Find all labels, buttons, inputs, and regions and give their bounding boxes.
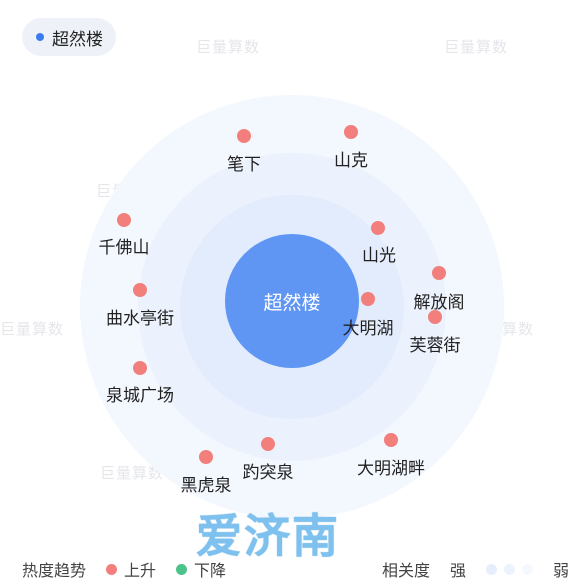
node-label[interactable]: 黑虎泉 (180, 476, 232, 496)
weak-label: 弱 (553, 561, 570, 580)
brand-logo: 爱济南 (196, 509, 340, 563)
relevance-legend-title: 相关度 (382, 561, 431, 580)
trend-legend-title: 热度趋势 (22, 561, 87, 580)
node-label[interactable]: 趵突泉 (242, 463, 294, 483)
relevance-swatch-strong (486, 563, 498, 575)
center-node[interactable]: 超然楼 (225, 234, 359, 368)
node-label[interactable]: 曲水亭街 (106, 309, 174, 329)
relevance-legend: 相关度 强 弱 (382, 558, 569, 580)
node-dot[interactable] (199, 450, 213, 464)
strong-label: 强 (450, 561, 467, 580)
node-dot[interactable] (261, 437, 275, 451)
rising-label: 上升 (124, 561, 157, 580)
watermark-6: 巨量算数 (100, 464, 165, 482)
center-node-label: 超然楼 (263, 291, 321, 314)
node-label[interactable]: 山克 (334, 151, 368, 171)
keyword-chip[interactable]: 超然楼 (22, 18, 116, 56)
rising-dot-icon (106, 563, 118, 575)
node-label[interactable]: 山光 (362, 246, 396, 266)
node-dot[interactable] (361, 292, 375, 306)
node-label[interactable]: 笔下 (227, 155, 261, 175)
watermark-4: 巨量算数 (0, 320, 65, 338)
node-dot[interactable] (432, 266, 446, 280)
node-label[interactable]: 大明湖畔 (357, 459, 425, 479)
node-dot[interactable] (428, 310, 442, 324)
node-dot[interactable] (384, 433, 398, 447)
node-dot[interactable] (133, 361, 147, 375)
keyword-dot (36, 33, 44, 41)
node-label[interactable]: 芙蓉街 (409, 336, 461, 356)
trend-legend: 热度趋势 上升 下降 (22, 558, 226, 580)
node-dot[interactable] (117, 213, 131, 227)
watermark-1: 巨量算数 (196, 38, 261, 56)
keyword-chip-label: 超然楼 (52, 29, 103, 50)
node-label[interactable]: 大明湖 (342, 319, 394, 339)
watermark-2: 巨量算数 (444, 38, 509, 56)
node-dot[interactable] (133, 283, 147, 297)
relevance-swatch-medium (504, 563, 516, 575)
node-label[interactable]: 千佛山 (98, 238, 150, 258)
relevance-swatch-weak (522, 563, 534, 575)
falling-dot-icon (176, 563, 188, 575)
node-dot[interactable] (237, 129, 251, 143)
falling-label: 下降 (194, 561, 227, 580)
node-dot[interactable] (371, 221, 385, 235)
node-dot[interactable] (344, 125, 358, 139)
node-label[interactable]: 泉城广场 (106, 386, 174, 406)
node-label[interactable]: 解放阁 (413, 293, 465, 313)
